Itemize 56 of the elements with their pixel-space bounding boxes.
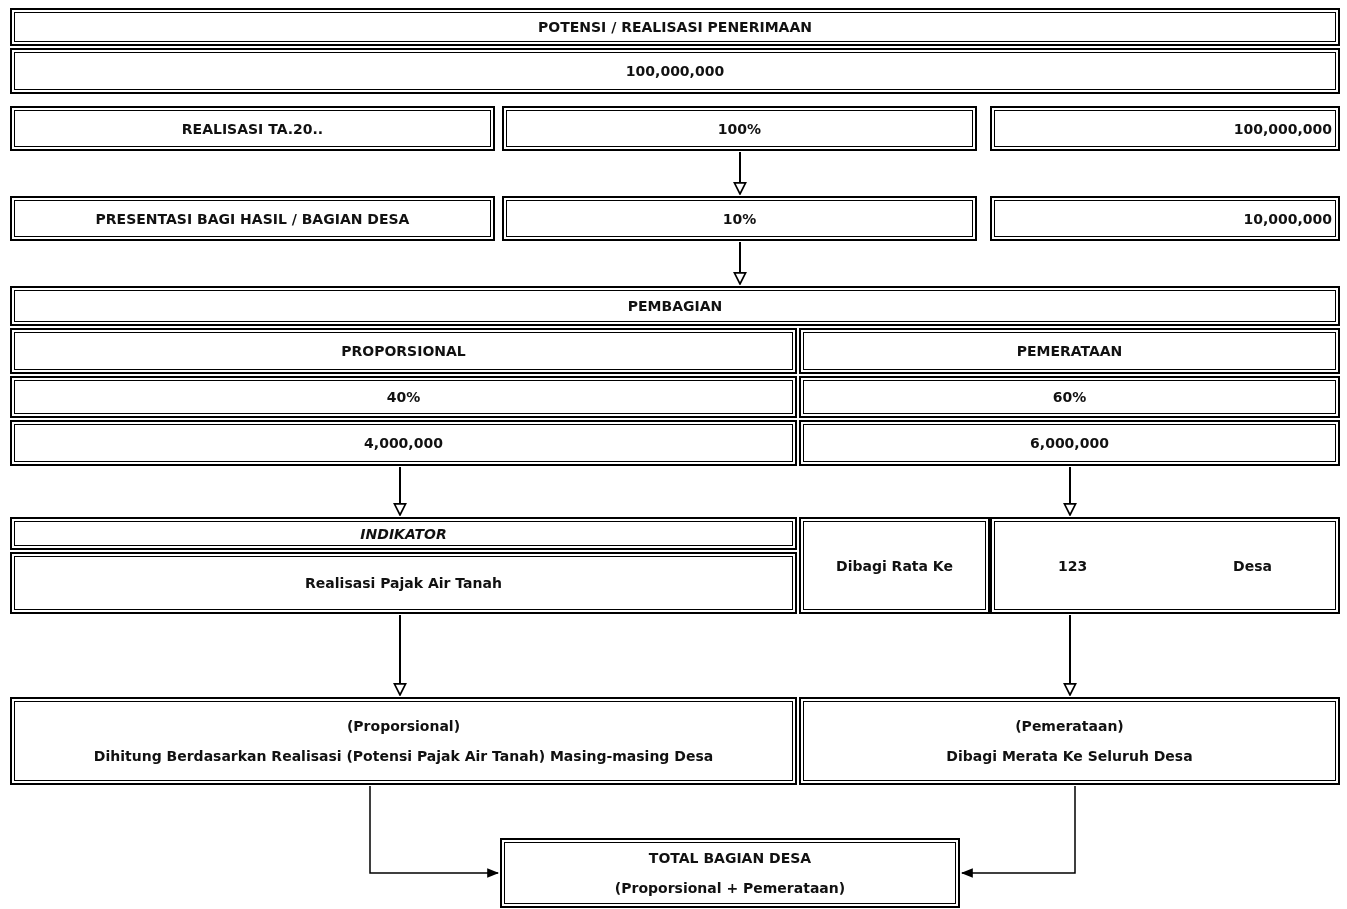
table-cell: [799, 376, 1340, 418]
cell-text: 10%: [722, 210, 757, 227]
cell-text: REALISASI TA.20..: [181, 120, 324, 137]
cell-text: 10,000,000: [1243, 210, 1332, 227]
cell-text: 100,000,000: [625, 63, 725, 79]
table-cell: [10, 420, 797, 466]
table-cell: [799, 420, 1340, 466]
table-cell: [10, 106, 495, 151]
cell-text: POTENSI / REALISASI PENERIMAAN: [538, 19, 812, 35]
cell-text: Desa: [1233, 557, 1272, 574]
cell-text: (Pemerataan): [1015, 718, 1124, 734]
cell-text: Dibagi Rata Ke: [836, 557, 953, 574]
cell-text: 123: [1057, 557, 1088, 574]
table-cell: [990, 106, 1340, 151]
table-cell: [10, 48, 1340, 94]
table-cell: [799, 328, 1340, 374]
arrow: [960, 785, 1076, 878]
cell-text: 100,000,000: [1233, 120, 1332, 137]
table-cell: [10, 196, 495, 241]
arrow: [733, 151, 747, 195]
table-cell: [799, 697, 1340, 785]
table-cell: [10, 286, 1340, 326]
table-cell: [502, 106, 977, 151]
cell-text: INDIKATOR: [360, 525, 447, 542]
arrow: [733, 241, 747, 285]
cell-text: PEMBAGIAN: [627, 298, 723, 314]
arrow: [1063, 466, 1077, 516]
table-cell: [10, 552, 797, 614]
table-cell: [10, 517, 797, 550]
table-cell: [990, 196, 1340, 241]
cell-text: 40%: [386, 389, 421, 405]
arrow: [1063, 614, 1077, 696]
cell-text: (Proporsional + Pemerataan): [614, 880, 846, 896]
table-cell: [10, 697, 797, 785]
cell-text: TOTAL BAGIAN DESA: [648, 850, 812, 866]
cell-text: (Proporsional): [346, 718, 461, 734]
cell-text: 6,000,000: [1030, 435, 1109, 451]
cell-text: 4,000,000: [364, 435, 443, 451]
table-cell: [500, 838, 960, 908]
arrow: [393, 466, 407, 516]
table-cell: [10, 328, 797, 374]
table-cell: [10, 8, 1340, 46]
cell-text: PROPORSIONAL: [341, 343, 466, 359]
arrow: [393, 614, 407, 696]
cell-text: 100%: [717, 120, 762, 137]
table-cell: [10, 376, 797, 418]
table-cell: [799, 517, 990, 614]
cell-text: PEMERATAAN: [1016, 343, 1123, 359]
cell-text: Dihitung Berdasarkan Realisasi (Potensi Pajak Air Tanah) Masing-masing Desa: [93, 748, 714, 764]
table-cell: [990, 517, 1340, 614]
cell-text: 60%: [1052, 389, 1087, 405]
table-cell: [502, 196, 977, 241]
cell-text: Dibagi Merata Ke Seluruh Desa: [946, 748, 1193, 764]
cell-text: Realisasi Pajak Air Tanah: [305, 575, 502, 591]
cell-text: PRESENTASI BAGI HASIL / BAGIAN DESA: [95, 210, 410, 227]
arrow: [369, 785, 500, 878]
